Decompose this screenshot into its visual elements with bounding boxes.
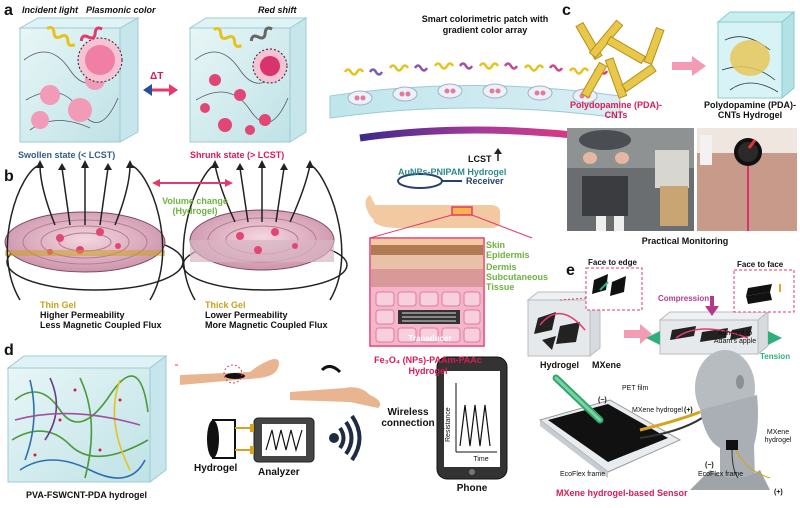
time-axis-label: Time	[473, 456, 489, 463]
pda-cnt-hydrogel-cube	[716, 10, 796, 100]
skin-label: Skin	[486, 240, 506, 250]
panel-e-graphics	[526, 267, 795, 490]
phone-device	[436, 356, 508, 480]
panel-label-c: c	[562, 2, 571, 19]
dermis-label: Dermis	[486, 262, 517, 272]
swollen-hydrogel-cube	[18, 17, 140, 143]
pet-film-label: PET film	[622, 385, 649, 392]
incident-light-label: Incident light	[22, 5, 78, 15]
ecoflex-frame-label: EcoFlex frame	[560, 471, 606, 478]
colorimetric-patch	[329, 62, 621, 119]
thin-gel-coil	[4, 160, 184, 301]
thick-gel-coil	[182, 160, 348, 301]
phone-label: Phone	[456, 483, 488, 494]
fe3o4-hydrogel-title: Fe₃O₄ (NPs)-PAAm-PAAc	[374, 355, 482, 365]
panel-c-graphics	[567, 10, 797, 231]
thin-gel-label: Thin Gel	[40, 300, 76, 310]
panel-b-graphics	[4, 160, 533, 347]
plasmonic-color-label: Plasmonic color	[86, 5, 156, 15]
patch-title-line2: gradient color array	[442, 25, 528, 35]
shrunk-state-label: Shrunk state (> LCST)	[190, 150, 285, 160]
plus-terminal-label: (+)	[684, 407, 693, 414]
hydrogel-electrode	[207, 419, 258, 459]
transducer-label: Transducer	[408, 334, 452, 343]
pva-hydrogel-label: PVA-FSWCNT-PDA hydrogel	[26, 490, 147, 500]
thin-gel-line1: Higher Permeability	[40, 310, 125, 320]
hydrogel-e-label: Hydrogel	[540, 360, 580, 370]
tension-label: Tension	[760, 352, 791, 361]
sensor-label: MXene hydrogel-based Sensor	[556, 488, 688, 498]
face-to-edge-inset	[559, 267, 643, 311]
panel-label-d: d	[4, 342, 14, 359]
red-shift-label: Red shift	[258, 5, 297, 15]
monitoring-photo-1	[567, 128, 694, 231]
hydrogel-head-label: hydrogel	[764, 437, 792, 444]
swollen-state-label: Swollen state (< LCST)	[18, 150, 116, 160]
practical-monitoring-label: Practical Monitoring	[641, 236, 729, 246]
delta-t-arrow	[143, 84, 178, 96]
volume-change-label: Volume change	[162, 196, 228, 206]
mxene-hydrogel-relaxed	[526, 290, 602, 358]
wireless-signal-icon	[329, 414, 362, 462]
receiver-label: Receiver	[466, 176, 504, 186]
panel-a-graphics	[18, 17, 621, 161]
mxene-head-label: MXene	[766, 429, 790, 436]
thick-gel-line1: Lower Permeability	[205, 310, 288, 320]
pda-hydrogel-sub: CNTs Hydrogel	[717, 110, 783, 120]
pda-cnt-illustration	[575, 19, 665, 99]
panel-d-graphics	[6, 353, 508, 483]
lcst-label: LCST	[468, 154, 492, 164]
analyzer-device	[250, 417, 315, 463]
wrist-photo-1	[178, 353, 284, 405]
fe3o4-hydrogel-sub: Hydrogel	[408, 366, 448, 376]
face-to-face-label: Face to face	[737, 260, 784, 269]
hydrogel-label: Hydrogel	[194, 463, 238, 474]
pda-cnts-label: Polydopamine (PDA)-	[569, 100, 662, 110]
thick-gel-line2: More Magnetic Coupled Flux	[205, 320, 328, 330]
mxene-hydrogel-callout: MXene hydrogel	[632, 407, 683, 414]
transformation-arrow	[672, 56, 706, 76]
lcst-gradient-arrow	[359, 126, 601, 142]
face-to-edge-label: Face to edge	[588, 258, 637, 267]
ecoflex-head-label: EcoFlex frame	[698, 471, 744, 478]
pda-hydrogel-label: Polydopamine (PDA)-	[703, 100, 796, 110]
wrist-photo-2	[287, 353, 389, 408]
patch-title-line1: Smart colorimetric patch with	[421, 14, 549, 24]
analyzer-label: Analyzer	[258, 467, 300, 478]
mxene-label: MXene	[592, 360, 622, 370]
thick-gel-label: Thick Gel	[205, 300, 246, 310]
panel-label-a: a	[4, 2, 13, 19]
arm-illustration	[365, 173, 533, 239]
panel-label-b: b	[4, 168, 14, 185]
epidermis-label: Epidermis	[486, 250, 530, 260]
mxene-hydrogel-deformed	[658, 310, 770, 356]
volume-change-sub: (Hydrogel)	[172, 206, 218, 216]
panel-label-e: e	[566, 262, 575, 279]
pda-cnts-sub: CNTs	[604, 110, 628, 120]
face-to-face-inset	[733, 269, 795, 313]
tissue-label: Tissue	[486, 282, 515, 292]
mxene-sensor-device	[538, 374, 703, 478]
thin-gel-line2: Less Magnetic Coupled Flux	[40, 320, 162, 330]
minus-terminal-label: (−)	[598, 397, 607, 404]
aunps-pnipam-label: AuNPs-PNIPAM Hydrogel	[398, 167, 507, 177]
shrunk-hydrogel-cube	[188, 17, 308, 143]
minus-head-label: (−)	[705, 462, 714, 469]
monitoring-photo-2	[697, 128, 797, 231]
compression-label: Compression	[658, 294, 710, 303]
plus-head-label: (+)	[774, 489, 783, 496]
skin-layers-diagram	[369, 237, 485, 347]
head-illustration	[690, 350, 771, 490]
connection-label: connection	[381, 418, 435, 429]
adhered-label: Adhered to	[717, 330, 753, 337]
subcutaneous-label: Subcutaneous	[486, 272, 549, 282]
resistance-axis-label: Resistance	[445, 407, 452, 442]
delta-t-label: ΔT	[150, 71, 164, 82]
adams-apple-label: Adam's apple	[713, 338, 757, 345]
pva-hydrogel-cube	[6, 355, 168, 483]
wireless-label: Wireless	[387, 407, 429, 418]
